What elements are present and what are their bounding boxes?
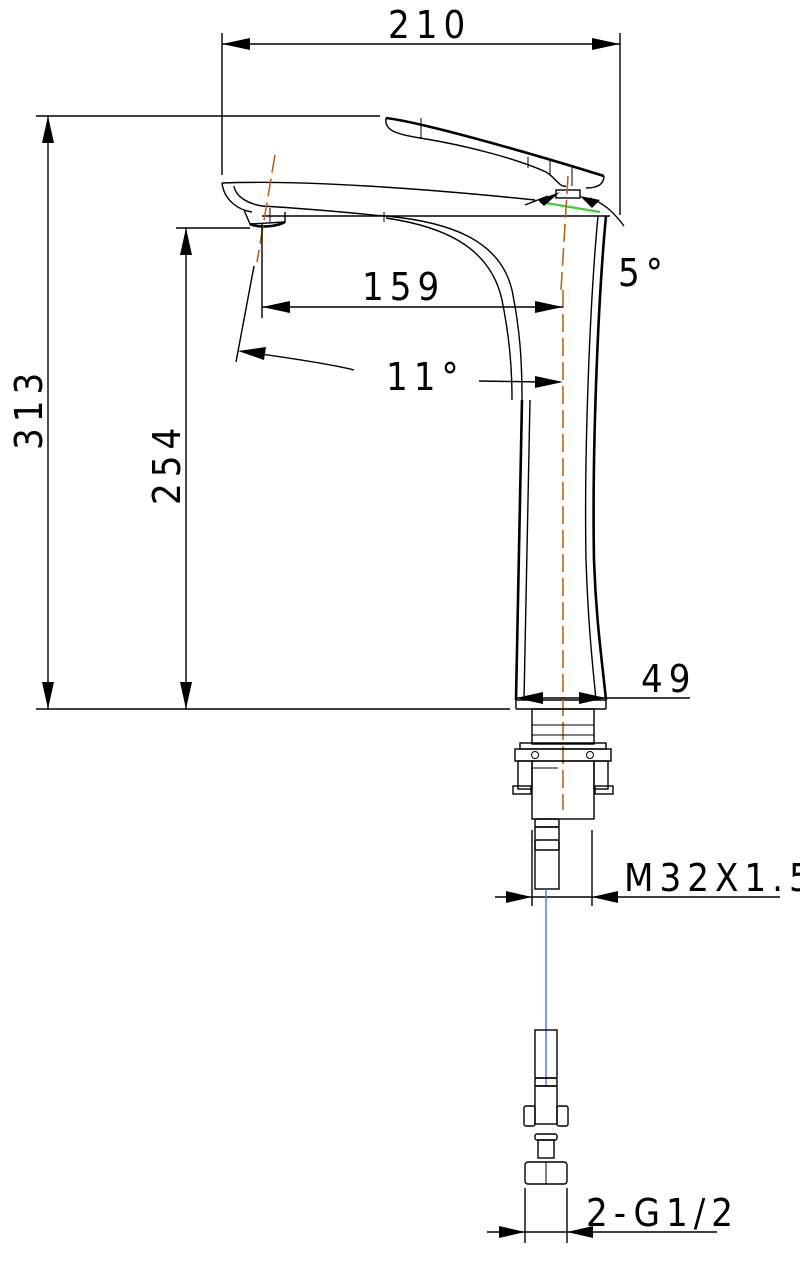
dimension-label-inlet: 2-G1/2 <box>586 1191 739 1235</box>
supply-hose-fitting <box>523 1029 569 1185</box>
handle-centerline <box>560 175 569 291</box>
dimension-overall-width: 210 <box>221 3 621 215</box>
dimension-label-handle-angle: 5° <box>618 251 669 295</box>
dimension-label-base: 49 <box>641 657 697 701</box>
dimension-label-spout-angle: 11° <box>386 355 465 399</box>
dimension-thread: M32X1.5 <box>495 830 800 906</box>
mounting-shank <box>512 708 614 890</box>
dimension-label-spout-height: 254 <box>145 422 189 505</box>
handle-highlight <box>539 200 601 214</box>
dimension-base-diameter: 49 <box>516 657 697 704</box>
dimension-spout-reach: 159 <box>261 224 563 318</box>
dimension-inlet: 2-G1/2 <box>487 1188 739 1243</box>
handle-lever <box>385 116 605 199</box>
dimension-label-height: 313 <box>7 367 51 450</box>
dimension-handle-angle: 5° <box>524 192 669 295</box>
spout <box>221 181 536 401</box>
dimension-label-reach: 159 <box>362 265 445 309</box>
dimension-label-thread: M32X1.5 <box>624 856 800 900</box>
dimension-overall-height: 313 <box>7 115 510 710</box>
dimension-spout-angle: 11° <box>235 265 563 399</box>
faucet-body <box>514 215 608 710</box>
spout-centerline <box>256 154 276 263</box>
dimension-spout-height: 254 <box>145 227 250 709</box>
dimension-label-width: 210 <box>388 3 471 47</box>
